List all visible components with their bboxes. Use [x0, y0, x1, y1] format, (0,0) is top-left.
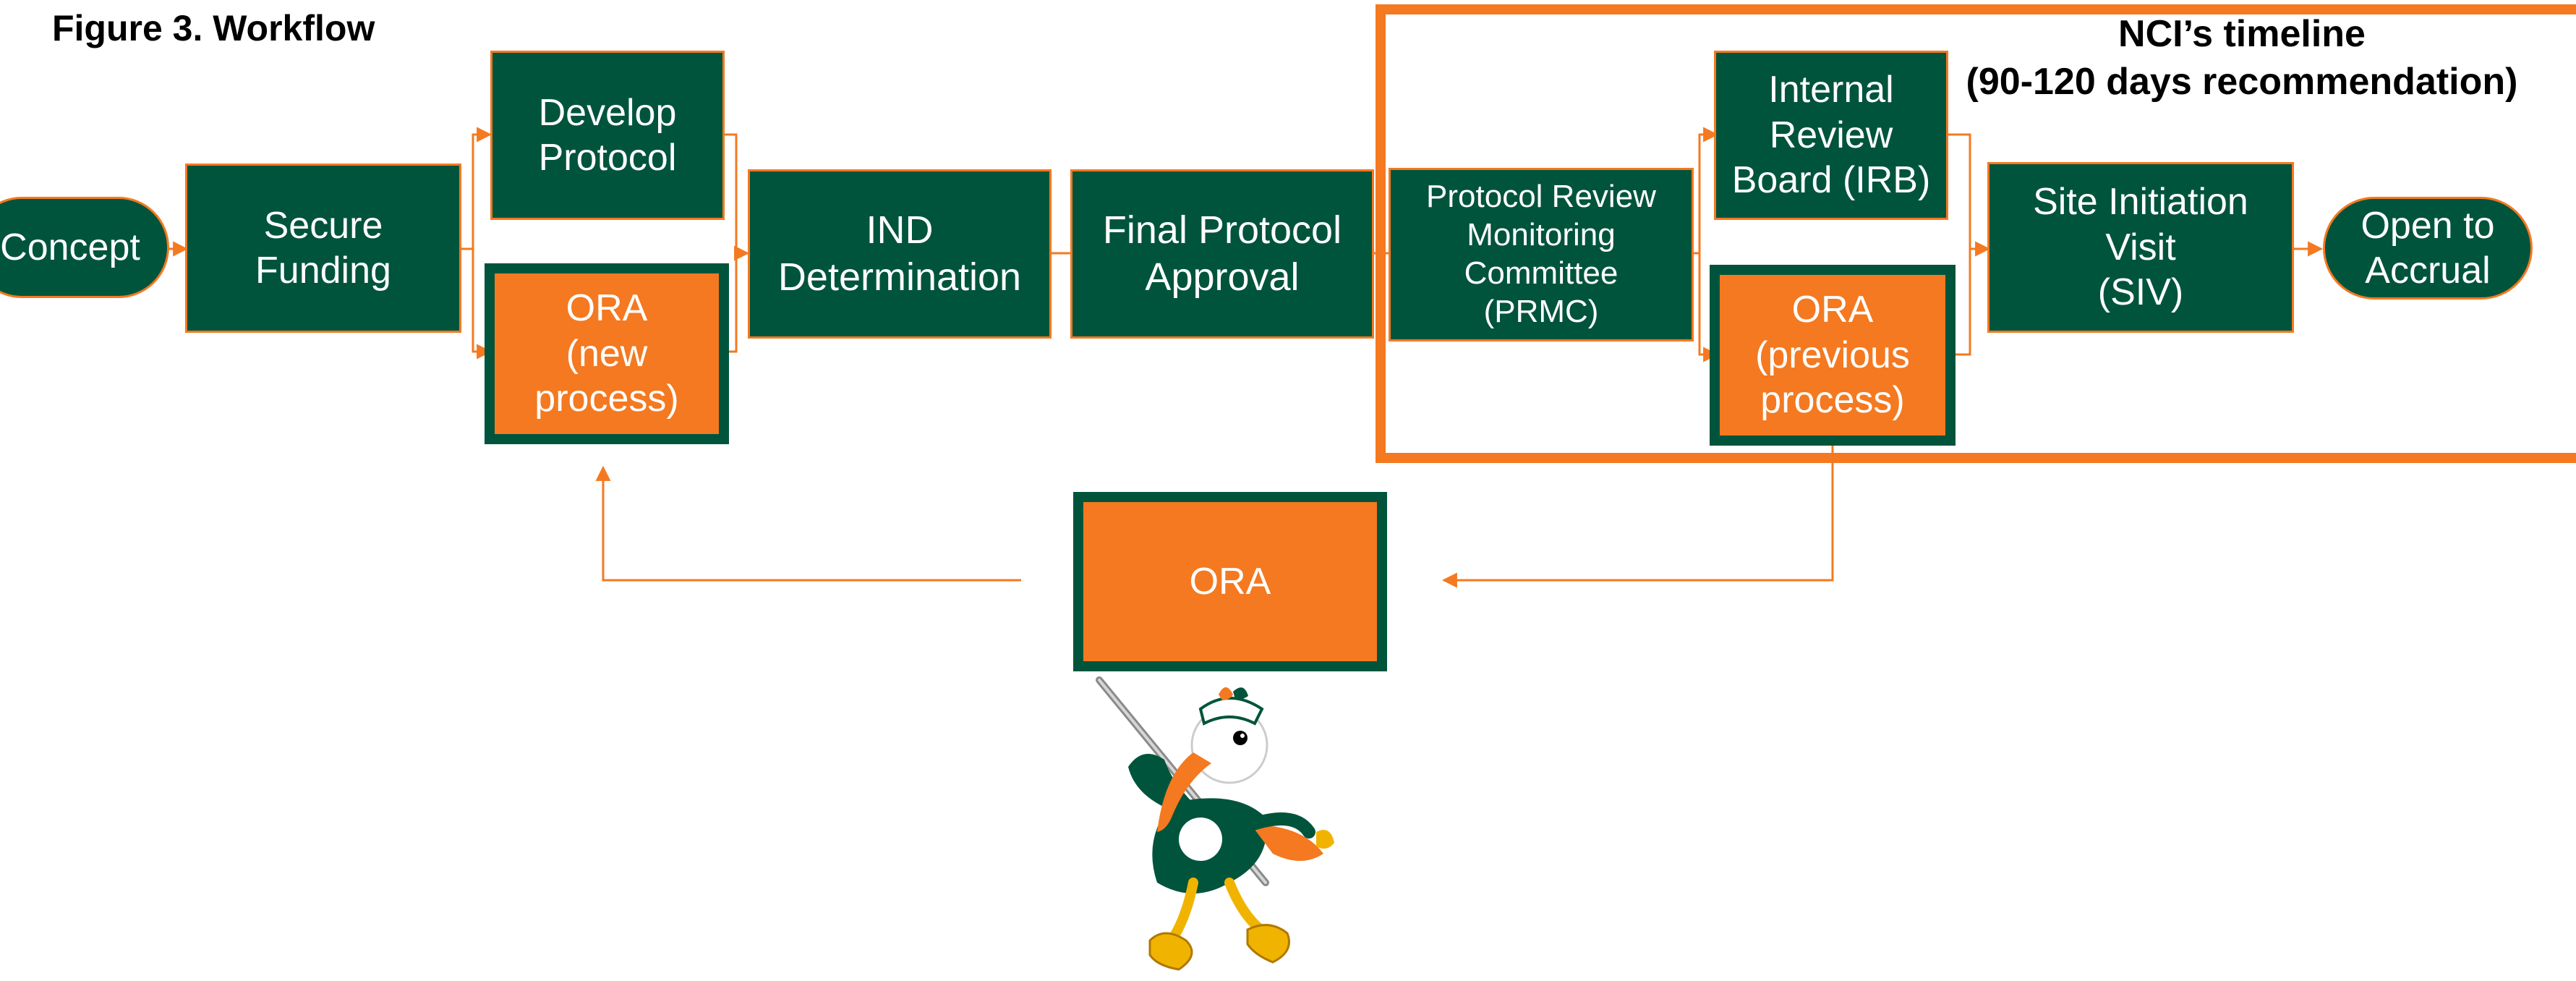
step-prmc-label: Protocol Review Monitoring Committee (PR… — [1426, 179, 1656, 329]
step-ind-determination: IND Determination — [748, 169, 1052, 339]
step-ora-previous-process-label: ORA (previous process) — [1755, 289, 1910, 422]
nci-timeline-line1: NCI’s timeline — [2118, 13, 2366, 55]
step-ind-determination-label: IND Determination — [777, 208, 1022, 299]
step-ora-previous-process: ORA (previous process) — [1710, 265, 1956, 446]
step-irb: Internal Review Board (IRB) — [1714, 51, 1948, 220]
nci-timeline-title: NCI’s timeline (90-120 days recommendati… — [1953, 10, 2531, 106]
step-site-initiation-visit-label: Site Initiation Visit (SIV) — [2033, 181, 2248, 314]
step-secure-funding-label: Secure Funding — [255, 204, 391, 292]
nci-timeline-line2: (90-120 days recommendation) — [1966, 61, 2518, 103]
ora-center-label: ORA — [1189, 560, 1271, 603]
step-ora-new-process-label: ORA (new process) — [534, 287, 679, 420]
step-prmc: Protocol Review Monitoring Committee (PR… — [1389, 168, 1694, 341]
step-develop-protocol-label: Develop Protocol — [538, 91, 677, 179]
ora-center-box: ORA — [1073, 492, 1387, 671]
step-final-protocol-approval: Final Protocol Approval — [1070, 169, 1374, 339]
nci-timeline-frame — [1376, 4, 2576, 463]
step-irb-label: Internal Review Board (IRB) — [1731, 69, 1931, 202]
ibis-mascot-icon — [1096, 676, 1334, 971]
step-open-to-accrual-label: Open to Accrual — [2360, 204, 2495, 292]
step-open-to-accrual: Open to Accrual — [2323, 197, 2533, 300]
figure-title: Figure 3. Workflow — [52, 8, 375, 48]
step-final-protocol-approval-label: Final Protocol Approval — [1102, 208, 1342, 299]
step-ora-new-process: ORA (new process) — [485, 263, 729, 444]
step-secure-funding: Secure Funding — [185, 164, 461, 333]
step-develop-protocol: Develop Protocol — [490, 51, 725, 220]
step-concept: Concept — [0, 197, 169, 298]
step-concept-label: Concept — [0, 226, 140, 268]
step-site-initiation-visit: Site Initiation Visit (SIV) — [1987, 162, 2294, 333]
